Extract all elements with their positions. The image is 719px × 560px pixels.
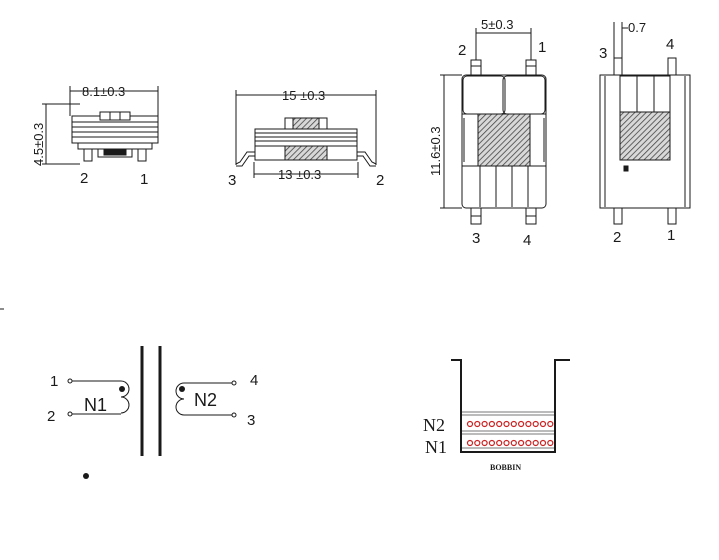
n2-wire-turn — [539, 420, 547, 428]
side-top-dim: 15 ±0.3 — [282, 88, 325, 103]
winding-n2-label: N2 — [194, 390, 217, 410]
front-height-dim: 4.5±0.3 — [31, 123, 46, 166]
n2-wire-turn — [466, 420, 474, 428]
side-bottom-dim: 13 ±0.3 — [278, 167, 321, 182]
bobbin-n2-label: N2 — [423, 415, 445, 435]
front-pin-2: 2 — [80, 170, 88, 187]
top-pitch-dim: 5±0.3 — [481, 17, 513, 32]
n2-wire-turn — [474, 420, 481, 428]
side-pin-2: 2 — [376, 172, 384, 189]
n1-wire-turn — [481, 439, 488, 447]
n1-wire-turn — [496, 439, 503, 447]
n2-wire-turn — [496, 420, 503, 428]
top-pin-4: 4 — [523, 232, 531, 249]
bobbin-caption: BOBBIN — [490, 463, 521, 472]
n1-wire-turn — [539, 439, 547, 447]
front-width-dim: 8.1±0.3 — [82, 84, 125, 99]
bottom-pin-width-dim: 0.7 — [628, 20, 646, 35]
schematic-pin-2: 2 — [47, 408, 55, 425]
transformer-schematic — [67, 346, 237, 456]
primary-polarity-dot — [119, 386, 125, 392]
top-view — [440, 28, 547, 225]
n2-wire-turn — [525, 420, 532, 428]
schematic-pin-4: 4 — [250, 372, 258, 389]
top-pin-1: 1 — [538, 39, 546, 56]
side-view — [235, 90, 377, 178]
top-length-dim: 11.6±0.3 — [428, 126, 443, 176]
schematic-pin-3: 3 — [247, 412, 255, 429]
front-view — [42, 86, 159, 165]
polarity-marker-dot — [83, 473, 89, 479]
winding-n1-label: N1 — [84, 395, 107, 415]
n2-wire-turn — [510, 420, 517, 428]
n1-wire-turn — [547, 439, 554, 447]
side-pin-3: 3 — [228, 172, 236, 189]
n1-wire-turn — [488, 439, 495, 447]
n1-wire-turn — [517, 439, 525, 447]
n1-wire-turn — [474, 439, 481, 447]
secondary-polarity-dot — [179, 386, 185, 392]
bobbin-n1-label: N1 — [425, 437, 447, 457]
n2-wire-turn — [517, 420, 525, 428]
bottom-pin-1: 1 — [667, 227, 675, 244]
n2-wire-turn — [488, 420, 495, 428]
bottom-pin-3: 3 — [599, 45, 607, 62]
n1-wire-turn — [466, 439, 474, 447]
top-pin-3: 3 — [472, 230, 480, 247]
n2-wire-turn — [503, 420, 510, 428]
n1-wire-turn — [503, 439, 510, 447]
n1-wire-turn — [525, 439, 532, 447]
n2-wire-turn — [547, 420, 554, 428]
bobbin-cross-section — [451, 359, 570, 453]
n1-wire-turn — [532, 439, 539, 447]
n2-wire-turn — [481, 420, 488, 428]
bottom-pin-4: 4 — [666, 36, 674, 53]
bobbin-winding-dots — [466, 420, 554, 447]
n1-wire-turn — [510, 439, 517, 447]
front-pin-1: 1 — [140, 171, 148, 188]
schematic-pin-1: 1 — [50, 373, 58, 390]
top-pin-2: 2 — [458, 42, 466, 59]
n2-wire-turn — [532, 420, 539, 428]
bottom-pin-2: 2 — [613, 229, 621, 246]
bottom-view — [599, 22, 691, 225]
